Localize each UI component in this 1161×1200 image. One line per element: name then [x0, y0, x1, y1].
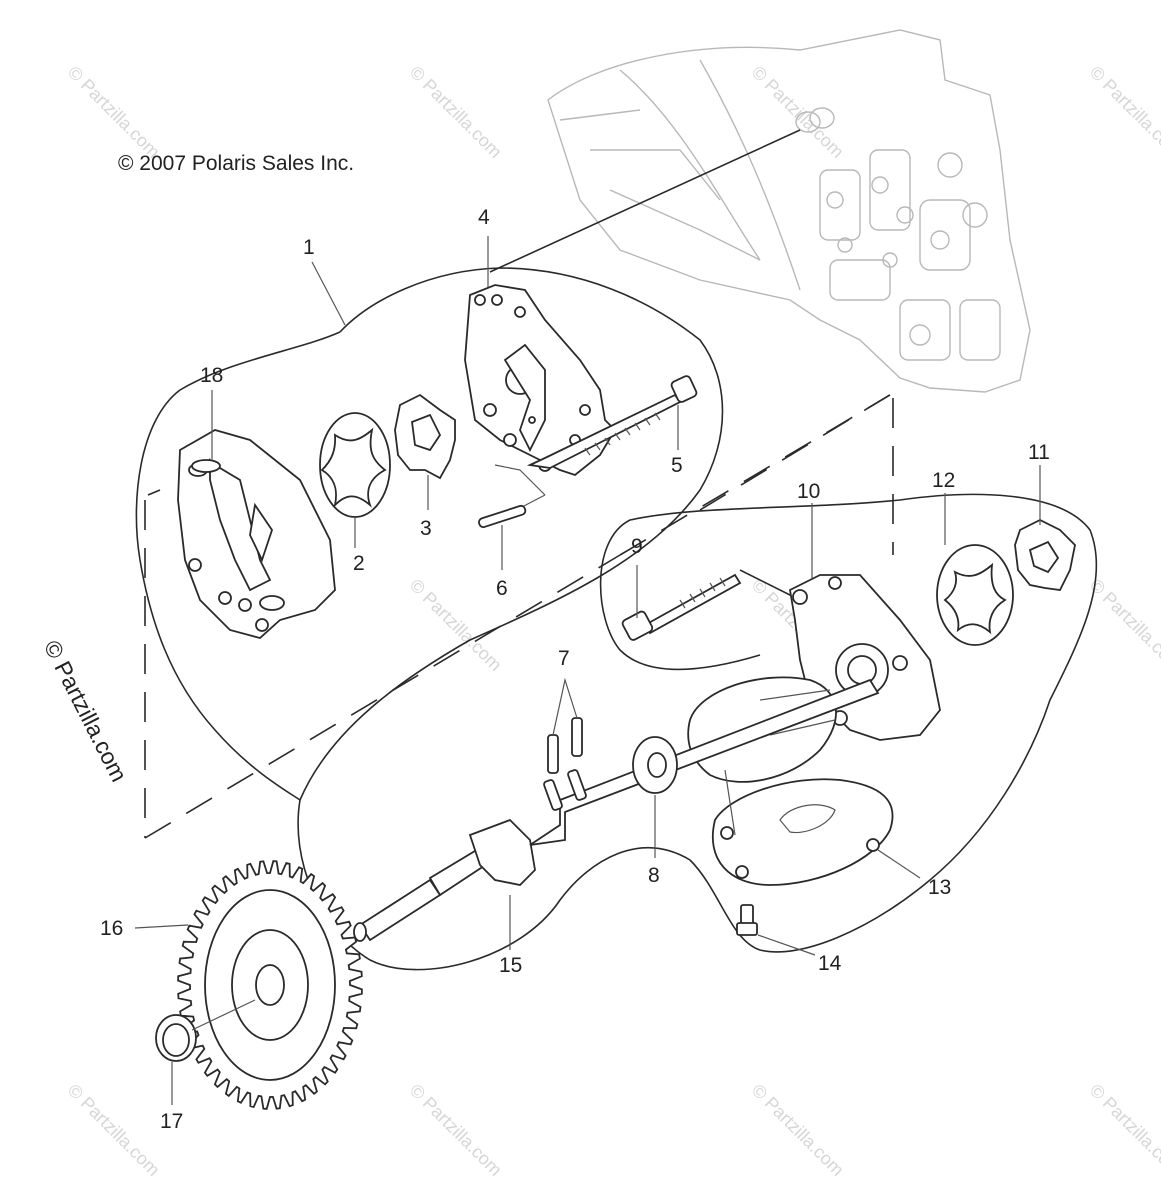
part-5-screw: [526, 375, 698, 469]
part-3-inner-rotor: [394, 393, 456, 480]
callout-2: 2: [353, 552, 365, 575]
part-14-bolt: [736, 904, 758, 936]
part-13-gasket: [711, 778, 894, 886]
callout-9: 9: [631, 535, 643, 558]
leader-lines: [134, 236, 1041, 1105]
callout-13: 13: [928, 876, 951, 899]
callout-14: 14: [818, 952, 842, 975]
callout-10: 10: [797, 480, 820, 503]
callout-7: 7: [558, 647, 570, 670]
part-15-shaft: [353, 678, 880, 942]
part-4-pump-body: [464, 284, 617, 477]
engine-case-outline: [547, 29, 1031, 393]
part-18-pump-plate: [177, 429, 336, 639]
part-6-dowel-pin: [478, 464, 546, 529]
callout-15: 15: [499, 954, 522, 977]
callout-16: 16: [100, 917, 123, 940]
phantom-dashed-box: [144, 389, 899, 839]
copyright-notice: © 2007 Polaris Sales Inc.: [118, 152, 355, 175]
part-12-outer-rotor: [936, 544, 1014, 646]
alignment-line: [489, 129, 801, 273]
part-17-washer: [155, 1014, 197, 1062]
part-11-inner-rotor: [1014, 518, 1076, 591]
callout-1: 1: [303, 236, 315, 259]
group-outline-main: [297, 267, 1098, 971]
part-7-pins: [547, 677, 583, 774]
callout-11: 11: [1028, 441, 1050, 464]
callout-5: 5: [671, 454, 683, 477]
part-16-gear: [177, 860, 363, 1110]
callout-12: 12: [932, 469, 955, 492]
callout-3: 3: [420, 517, 432, 540]
washer-alignment-line: [191, 999, 256, 1031]
group-outline-left: [135, 331, 341, 801]
callout-4: 4: [478, 206, 490, 229]
callout-18: 18: [200, 364, 223, 387]
part-8-washer: [632, 736, 678, 794]
callout-17: 17: [160, 1110, 183, 1133]
callout-6: 6: [496, 577, 508, 600]
part-9-bolt: [621, 573, 742, 641]
part-2-outer-rotor: [319, 412, 391, 518]
callout-8: 8: [648, 864, 660, 887]
